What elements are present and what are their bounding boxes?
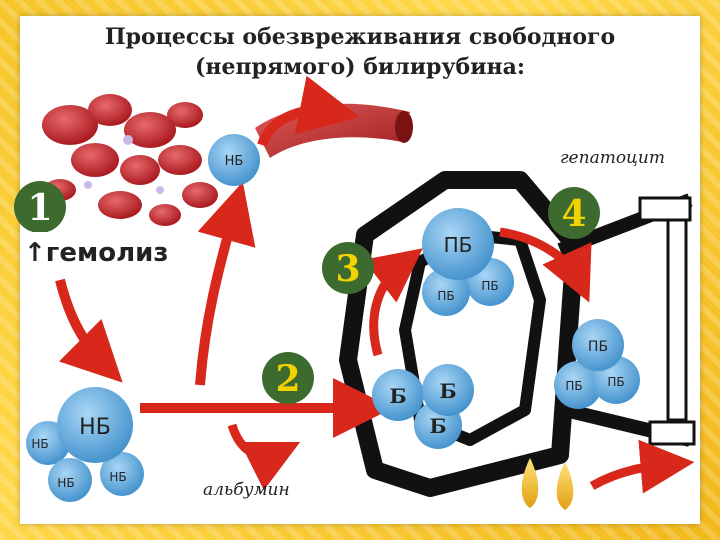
- bubble-nb-big: НБ: [79, 415, 111, 440]
- hepatocyte-label: гепатоцит: [560, 148, 665, 168]
- bubble-b-2: Б: [439, 379, 456, 403]
- albumin-label: альбумин: [203, 480, 290, 500]
- step-2-badge: 2: [262, 352, 314, 404]
- step-4-label: 4: [561, 193, 586, 235]
- bubble-b-3: Б: [429, 414, 446, 438]
- step-badges: 1 2 3 4: [14, 181, 600, 404]
- arrows: [55, 75, 695, 494]
- bubble-pb-right-1: ПБ: [588, 339, 608, 355]
- labels: гепатоцит ↑гемолиз альбумин: [20, 148, 665, 500]
- bubble-nb-bottom-right: НБ: [109, 470, 126, 484]
- bubble-b-1: Б: [389, 384, 406, 408]
- step-1-badge: 1: [14, 181, 66, 233]
- bile-drops: [521, 458, 574, 510]
- bubble-pb-right-3: ПБ: [607, 375, 624, 389]
- title-line-2: (непрямого) билирубина:: [194, 54, 525, 80]
- bubble-pb-big: ПБ: [444, 233, 473, 257]
- arrow-conjugation-up: [363, 248, 423, 357]
- step-4-badge: 4: [548, 187, 600, 239]
- arrow-pb-right: [499, 227, 592, 303]
- bubble-pb-right-2: ПБ: [565, 379, 582, 393]
- slide-title: Процессы обезвреживания свободного (непр…: [40, 22, 680, 82]
- step-3-badge: 3: [322, 242, 374, 294]
- hemolysis-label: ↑гемолиз: [24, 238, 169, 268]
- hepatocyte-hexagon: [339, 171, 696, 497]
- red-blood-cells: [42, 94, 218, 226]
- bubble-nb-bottom-left: НБ: [57, 476, 74, 490]
- step-2-label: 2: [275, 358, 300, 400]
- b-bubbles: Б Б Б: [372, 364, 474, 449]
- title-line-1: Процессы обезвреживания свободного: [104, 24, 616, 50]
- step-3-label: 3: [335, 248, 360, 290]
- bubble-nb-left: НБ: [31, 437, 48, 451]
- bubble-nb-top: НБ: [225, 154, 244, 169]
- arrow-to-vessel: [257, 75, 360, 147]
- step-1-label: 1: [27, 187, 52, 229]
- arrow-up-to-nb: [195, 181, 256, 386]
- arrow-excretion: [589, 439, 695, 494]
- nb-bubbles: НБ НБ НБ НБ НБ: [26, 134, 260, 502]
- bubble-pb-small-1: ПБ: [437, 289, 454, 303]
- arrow-albumin: [227, 423, 301, 491]
- arrow-hemolysis-down: [55, 278, 123, 383]
- bubble-pb-small-2: ПБ: [481, 279, 498, 293]
- pb-bubbles: ПБ ПБ ПБ ПБ ПБ ПБ: [422, 208, 640, 409]
